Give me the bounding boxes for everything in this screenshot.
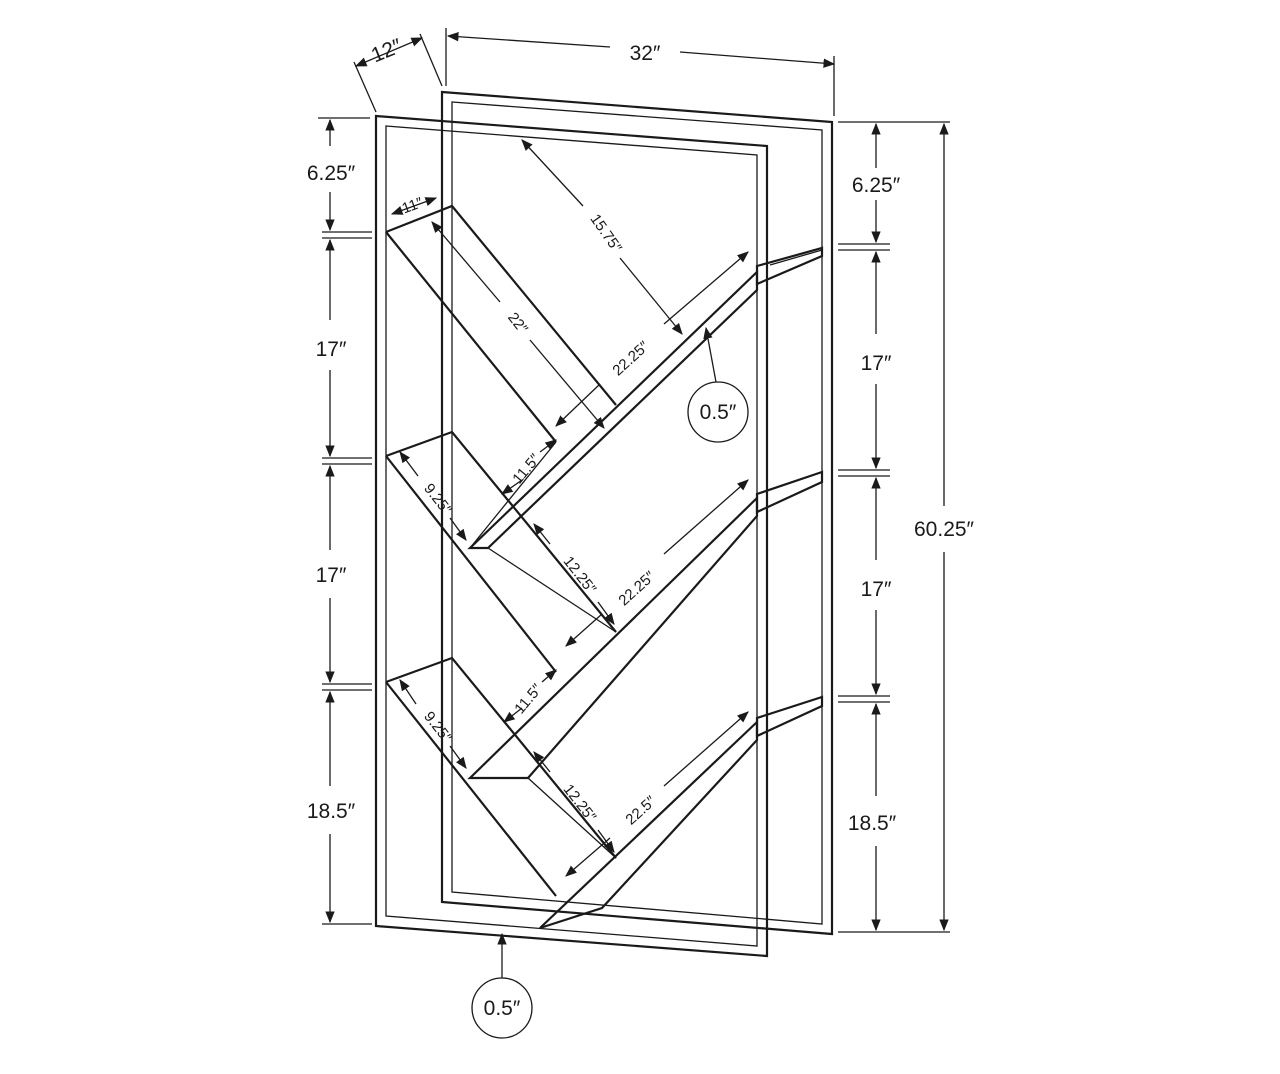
front-frame	[374, 114, 769, 958]
width-label: 32″	[630, 42, 661, 65]
left-top-gap-label: 6.25″	[307, 162, 356, 185]
shelf2-long-label: 22.25″	[615, 568, 659, 610]
shelf1-inner-label: 22″	[504, 309, 531, 337]
right-height-dimensions: 6.25″ 17″ 17″ 18.5″ 60.25″	[838, 121, 975, 933]
shelf3-depth-label: 9.25″	[420, 708, 455, 746]
shelf2-inner-label: 12.25″	[560, 553, 600, 598]
left-shelf-2-label: 17″	[316, 564, 347, 587]
right-shelf-1-label: 17″	[861, 352, 892, 375]
left-bottom-label: 18.5″	[307, 800, 356, 823]
back-frame	[440, 90, 834, 936]
shelf3-inner-label: 12.25″	[560, 781, 600, 826]
right-bottom-label: 18.5″	[848, 812, 897, 835]
depth-label: 12″	[368, 34, 406, 67]
left-height-dimensions: 6.25″ 17″ 17″ 18.5″	[307, 117, 372, 925]
shelf-dimensions: 11″ 15.75″ 22″ 22.25″ 11.5″ 0.5″ 9.25″ 1…	[390, 139, 749, 877]
shelf3-long-label: 22.5″	[622, 792, 660, 828]
shelf2-depth-label: 9.25″	[420, 480, 455, 518]
top-shelf-depth-label: 11″	[400, 194, 426, 217]
depth-dimension: 12″	[353, 33, 443, 113]
shelf1-long-label: 22.25″	[609, 338, 653, 380]
frame-thickness-label: 0.5″	[484, 997, 521, 1020]
right-top-gap-label: 6.25″	[852, 174, 901, 197]
width-dimension: 32″	[445, 28, 836, 116]
shelf2-edge-label: 11.5″	[511, 680, 546, 717]
shelves	[385, 204, 824, 930]
frame-thickness-callout: 0.5″	[471, 932, 533, 1039]
right-shelf-2-label: 17″	[861, 578, 892, 601]
total-height-label: 60.25″	[914, 518, 975, 541]
left-shelf-1-label: 17″	[316, 338, 347, 361]
top-diag-label: 15.75″	[586, 211, 625, 256]
shelf-thickness-callout: 0.5″	[700, 401, 737, 424]
